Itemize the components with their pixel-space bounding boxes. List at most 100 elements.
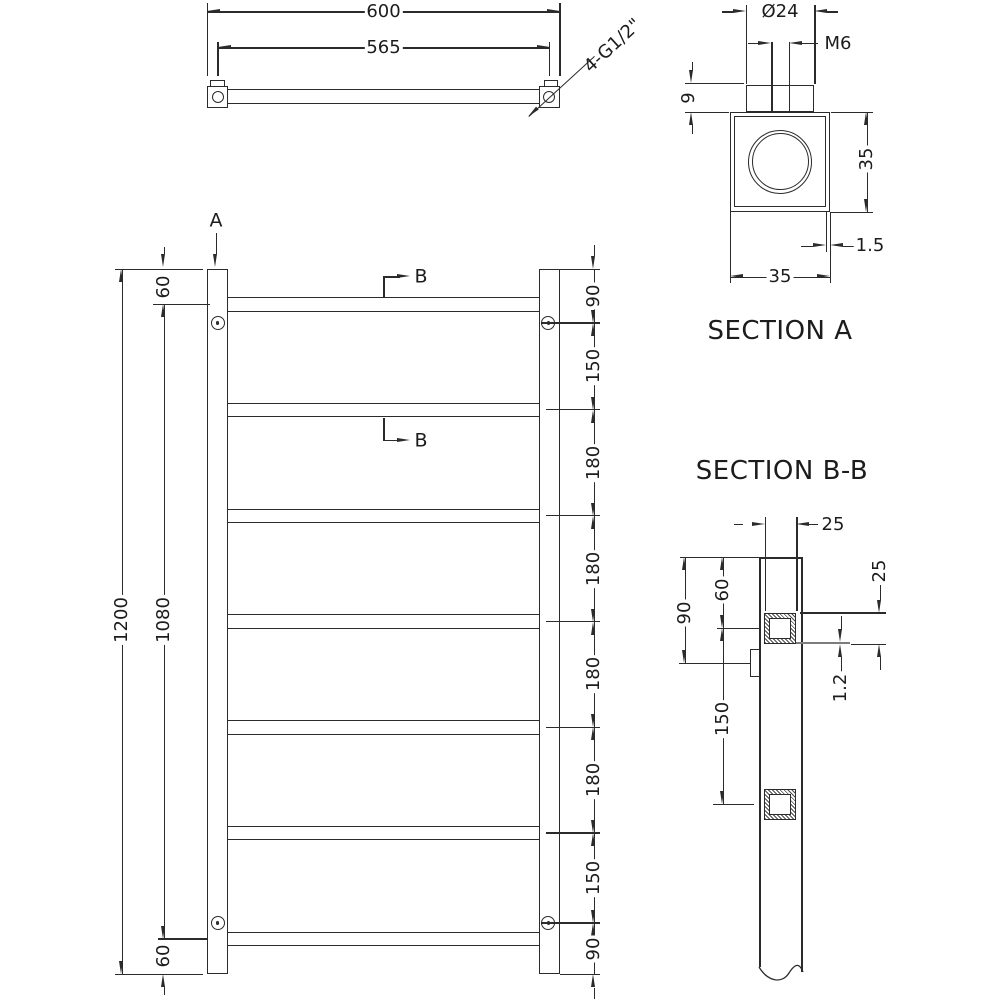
dimension-line: [879, 585, 881, 600]
arrowhead: [590, 922, 595, 936]
extension-line: [765, 517, 767, 611]
dim-wall: 1.5: [853, 235, 887, 256]
extension-line: [546, 620, 600, 623]
arrowhead: [720, 557, 725, 571]
extension-line: [153, 304, 210, 306]
screw-center: [215, 921, 220, 925]
arrowhead: [720, 615, 725, 629]
section-b-cut-line: [383, 418, 385, 441]
extension-line: [559, 3, 561, 76]
arrowhead: [590, 502, 595, 516]
dimension-line: [691, 125, 693, 134]
arrowhead: [161, 974, 166, 987]
dim-tube-width: 25: [819, 514, 847, 535]
arrowhead: [536, 45, 550, 50]
rail-cross-section-bottom: [764, 788, 796, 821]
dim-top-to-bracket: 90: [674, 599, 695, 627]
extension-line: [685, 83, 744, 85]
extension-line: [851, 644, 886, 646]
boss: [745, 85, 815, 112]
arrowhead: [720, 628, 725, 642]
extension-line: [730, 212, 732, 283]
arrowhead: [119, 961, 124, 974]
dimension-line: [809, 524, 819, 526]
extension-line: [831, 111, 873, 113]
rail-4: [228, 614, 539, 629]
arrowhead: [207, 9, 221, 14]
extension-line: [560, 973, 600, 976]
extension-line: [546, 726, 600, 728]
dimension-line: [748, 43, 759, 45]
dim-hole-spacing: 565: [364, 36, 403, 58]
post-outline: [759, 557, 761, 968]
arrowhead: [590, 323, 595, 336]
dimension-line: [801, 245, 813, 248]
m6-hole-line: [771, 42, 773, 112]
arrowhead: [161, 254, 166, 267]
rail-wall-edge: [796, 641, 850, 645]
dimension-line: [722, 11, 733, 13]
extension-line: [800, 612, 886, 614]
section-a-cut-line: [216, 233, 218, 254]
end-block-tab-left: [210, 80, 225, 88]
dimension-line: [879, 657, 881, 671]
arrowhead: [590, 409, 595, 423]
connection-hole-left: [211, 91, 224, 103]
dimension-line: [593, 988, 595, 999]
dimension-line: [801, 43, 818, 45]
section-b-cut-line: [383, 439, 401, 442]
arrowhead: [590, 833, 595, 846]
rail-7: [228, 931, 539, 947]
extension-line: [560, 268, 600, 271]
dim-top-to-rail: 60: [711, 576, 733, 604]
m6-hole-line: [788, 42, 790, 112]
arrowhead: [830, 243, 843, 248]
dimension-line: [164, 987, 166, 995]
dim-diameter: Ø24: [759, 0, 801, 22]
arrowhead: [590, 727, 595, 741]
arrowhead: [720, 790, 725, 804]
arrowhead: [689, 111, 694, 125]
extension-line: [679, 662, 750, 665]
arrowhead: [590, 608, 595, 622]
arrowhead: [161, 925, 166, 939]
extension-line: [680, 557, 759, 559]
arrowhead: [590, 310, 595, 323]
break-line: [758, 964, 804, 981]
extension-line: [814, 5, 816, 84]
extension-line: [713, 803, 754, 805]
arrowhead: [397, 437, 410, 442]
rail-bore: [769, 793, 791, 816]
dimension-line: [843, 245, 855, 248]
arrowhead: [788, 40, 802, 45]
extension-line: [825, 212, 827, 252]
section-b-cut-label-top: B: [412, 265, 430, 288]
dimension-line: [593, 245, 595, 256]
dimension-line: [691, 62, 693, 71]
extension-line: [831, 211, 873, 213]
arrowhead: [758, 40, 772, 45]
extension-line: [549, 42, 551, 76]
arrowhead: [546, 9, 560, 14]
extension-line: [207, 3, 209, 76]
arrowhead: [590, 820, 595, 833]
post-outline: [759, 557, 803, 559]
arrowhead: [590, 974, 595, 987]
arrowhead: [838, 644, 843, 658]
rail-3: [228, 508, 539, 524]
dim-tube-height: 25: [868, 557, 890, 585]
rail-2: [228, 402, 539, 418]
arrowhead: [730, 274, 743, 279]
dimension-line: [827, 11, 839, 13]
section-a-cut-label: A: [207, 209, 225, 232]
arrowhead: [682, 650, 687, 663]
end-block-tab-right: [543, 80, 558, 88]
section-a-title: SECTION A: [707, 316, 853, 346]
extension-line: [158, 938, 207, 940]
arrowhead: [217, 45, 231, 50]
extension-line: [541, 322, 600, 324]
arrowhead: [796, 521, 810, 526]
